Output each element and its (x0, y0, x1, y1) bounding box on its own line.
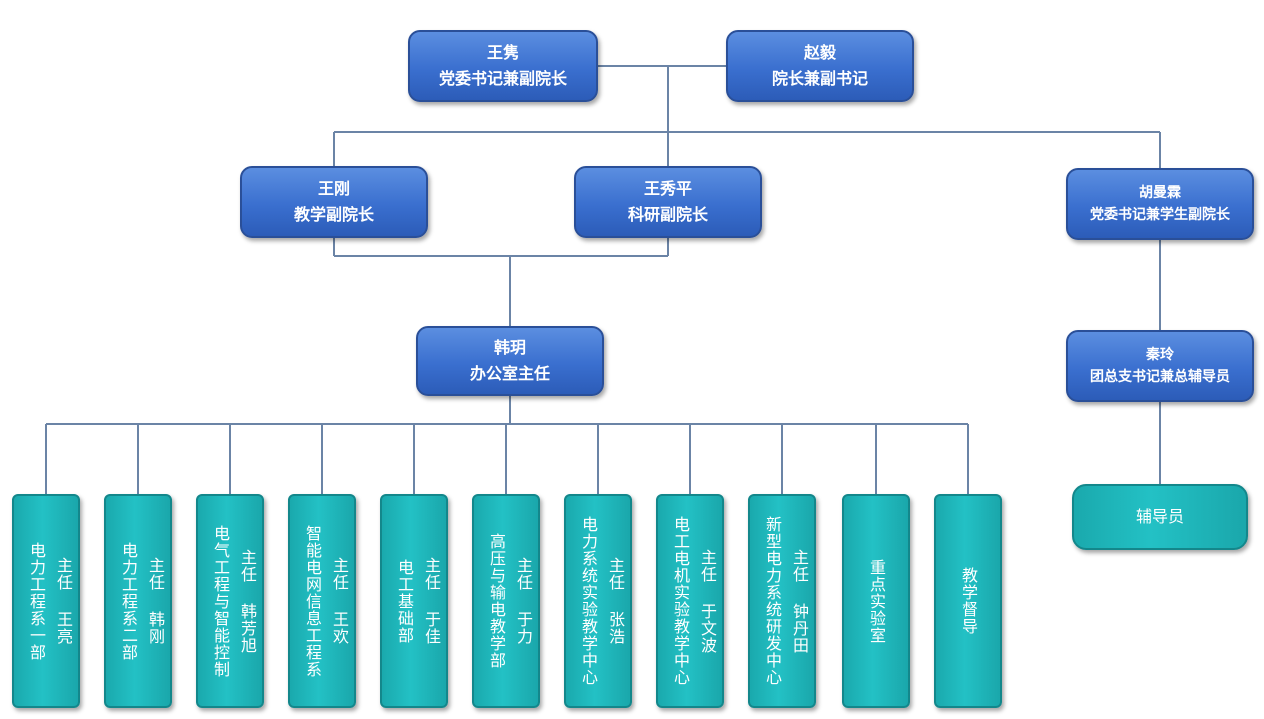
department-box: 电力工程系一部 主任 王亮 (12, 494, 80, 708)
counselor-label: 辅导员 (1135, 507, 1184, 526)
node-name: 韩玥 (493, 338, 526, 357)
department-head: 主任 于力 (514, 557, 533, 645)
department-box: 智能电网信息工程系 主任 王欢 (288, 494, 356, 708)
department-name: 电力工程系一部 (27, 541, 46, 661)
department-box: 教学督导 (934, 494, 1002, 708)
node-name: 胡曼霖 (1139, 185, 1181, 201)
node-name: 王秀平 (643, 179, 692, 198)
node-title: 团总支书记兼总辅导员 (1090, 369, 1230, 385)
department-head: 主任 王亮 (54, 557, 73, 645)
node-title: 院长兼副书记 (771, 69, 868, 88)
department-name: 智能电网信息工程系 (303, 524, 322, 678)
node-counselor: 辅导员 (1072, 484, 1248, 550)
node-student-vice-dean: 胡曼霖 党委书记兼学生副院长 (1066, 168, 1254, 240)
node-name: 王隽 (486, 43, 519, 62)
node-dean: 赵毅 院长兼副书记 (726, 30, 914, 102)
department-name: 电气工程与智能控制 (211, 524, 230, 678)
department-name: 电工基础部 (395, 558, 414, 644)
node-name: 王刚 (317, 179, 350, 198)
node-name: 赵毅 (803, 43, 836, 62)
node-title: 党委书记兼副院长 (438, 69, 567, 88)
node-name: 秦玲 (1146, 347, 1174, 363)
department-head: 主任 钟丹田 (790, 548, 809, 654)
department-box: 电工电机实验教学中心 主任 于文波 (656, 494, 724, 708)
node-research-vice-dean: 王秀平 科研副院长 (574, 166, 762, 238)
department-box: 电气工程与智能控制 主任 韩芳旭 (196, 494, 264, 708)
department-head: 主任 韩芳旭 (238, 548, 257, 654)
department-name: 教学督导 (959, 567, 978, 635)
department-name: 重点实验室 (867, 558, 886, 644)
department-name: 电力系统实验教学中心 (579, 516, 598, 686)
department-box: 高压与输电教学部 主任 于力 (472, 494, 540, 708)
department-name: 电力工程系二部 (119, 541, 138, 661)
node-title: 党委书记兼学生副院长 (1090, 207, 1230, 223)
department-name: 高压与输电教学部 (487, 533, 506, 669)
node-title: 教学副院长 (293, 205, 374, 224)
node-league-secretary: 秦玲 团总支书记兼总辅导员 (1066, 330, 1254, 402)
node-title: 办公室主任 (469, 364, 550, 383)
node-title: 科研副院长 (627, 205, 708, 224)
department-box: 电力工程系二部 主任 韩刚 (104, 494, 172, 708)
department-head: 主任 韩刚 (146, 557, 165, 645)
department-box: 新型电力系统研发中心 主任 钟丹田 (748, 494, 816, 708)
node-teaching-vice-dean: 王刚 教学副院长 (240, 166, 428, 238)
department-name: 电工电机实验教学中心 (671, 516, 690, 686)
department-box: 电工基础部 主任 于佳 (380, 494, 448, 708)
department-name: 新型电力系统研发中心 (763, 516, 782, 686)
node-office-director: 韩玥 办公室主任 (416, 326, 604, 396)
department-box: 电力系统实验教学中心 主任 张浩 (564, 494, 632, 708)
department-head: 主任 于佳 (422, 557, 441, 645)
department-head: 主任 王欢 (330, 557, 349, 645)
department-head: 主任 张浩 (606, 557, 625, 645)
node-party-secretary: 王隽 党委书记兼副院长 (408, 30, 598, 102)
department-head: 主任 于文波 (698, 548, 717, 654)
department-box: 重点实验室 (842, 494, 910, 708)
